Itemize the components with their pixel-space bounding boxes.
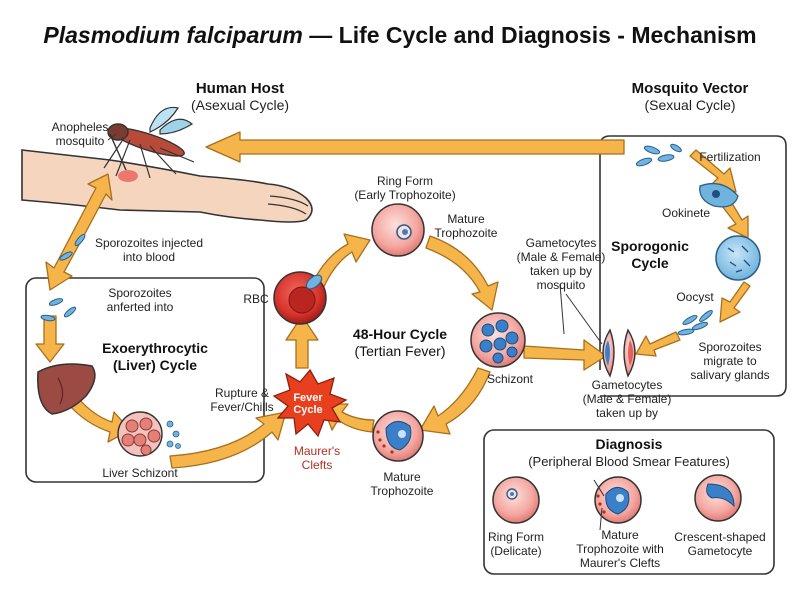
liver-cycle-panel	[25, 277, 265, 483]
oocyst-icon	[715, 235, 761, 281]
diagnosis-ring-cell	[492, 476, 540, 524]
arrow-oocyst	[719, 281, 751, 323]
gametocytes-bottom-label: Gametocytes(Male & Female)taken up by	[582, 378, 672, 420]
human-arm	[21, 149, 313, 223]
bite-spot	[118, 170, 138, 182]
schizont-cell	[470, 312, 526, 368]
ring-form-label: Ring Form(Early Trophozoite)	[354, 174, 456, 202]
fever-starburst	[272, 368, 348, 438]
ookinete-label: Ookinete	[661, 206, 711, 220]
liver-cycle-label: Exoerythrocytic(Liver) Cycle	[102, 340, 208, 373]
diagnosis-mature-cell	[593, 476, 642, 531]
liver-schizont-label: Liver Schizont	[102, 466, 178, 480]
anopheles-mosquito-icon	[103, 106, 195, 179]
ring-form-cell	[371, 203, 425, 257]
diagram-title: Plasmodium falciparum — Life Cycle and D…	[0, 22, 800, 49]
mosquito-panel	[599, 135, 787, 397]
arrow-to-gametocytes	[523, 339, 607, 371]
title-rest: — Life Cycle and Diagnosis - Mechanism	[302, 22, 757, 48]
arrow-liver-to-fever	[169, 411, 287, 469]
human-host-heading: Human Host (Asexual Cycle)	[190, 80, 290, 113]
oocyst-label: Oocyst	[676, 290, 714, 304]
arrow-fever-to-rbc	[285, 315, 319, 369]
title-organism: Plasmodium falciparum	[43, 22, 303, 48]
schizont-label: Schizont	[486, 372, 534, 386]
arrow-bite-to-liver	[45, 173, 113, 291]
arrow-mosquito-to-human	[205, 131, 625, 163]
arrow-fertilization	[689, 149, 737, 193]
fertilization-label: Fertilization	[699, 150, 761, 164]
liver-schizont-icon	[117, 411, 181, 457]
diagnosis-panel	[483, 429, 775, 575]
diagnosis-heading: Diagnosis (Peripheral Blood Smear Featur…	[528, 436, 730, 469]
mosquito-vector-heading: Mosquito Vector (Sexual Cycle)	[631, 80, 749, 113]
liver-icon	[37, 363, 96, 415]
diagnosis-gametocyte-cell	[694, 474, 742, 522]
arrow-into-liver	[35, 315, 65, 363]
rbc-label: RBC	[243, 292, 269, 306]
center-cycle-label: 48-Hour Cycle (Tertian Fever)	[352, 326, 448, 359]
mature-trophozoite-cell	[372, 410, 424, 462]
rbc-icon	[273, 271, 327, 325]
arrow-ring-to-mature	[425, 235, 499, 311]
arrow-sporozoites-out	[635, 331, 681, 357]
diagnosis-ring-label: Ring Form(Delicate)	[487, 530, 544, 558]
rupture-label: Rupture &Fever/Chills	[210, 386, 274, 414]
gametocytes-pair	[602, 328, 636, 378]
